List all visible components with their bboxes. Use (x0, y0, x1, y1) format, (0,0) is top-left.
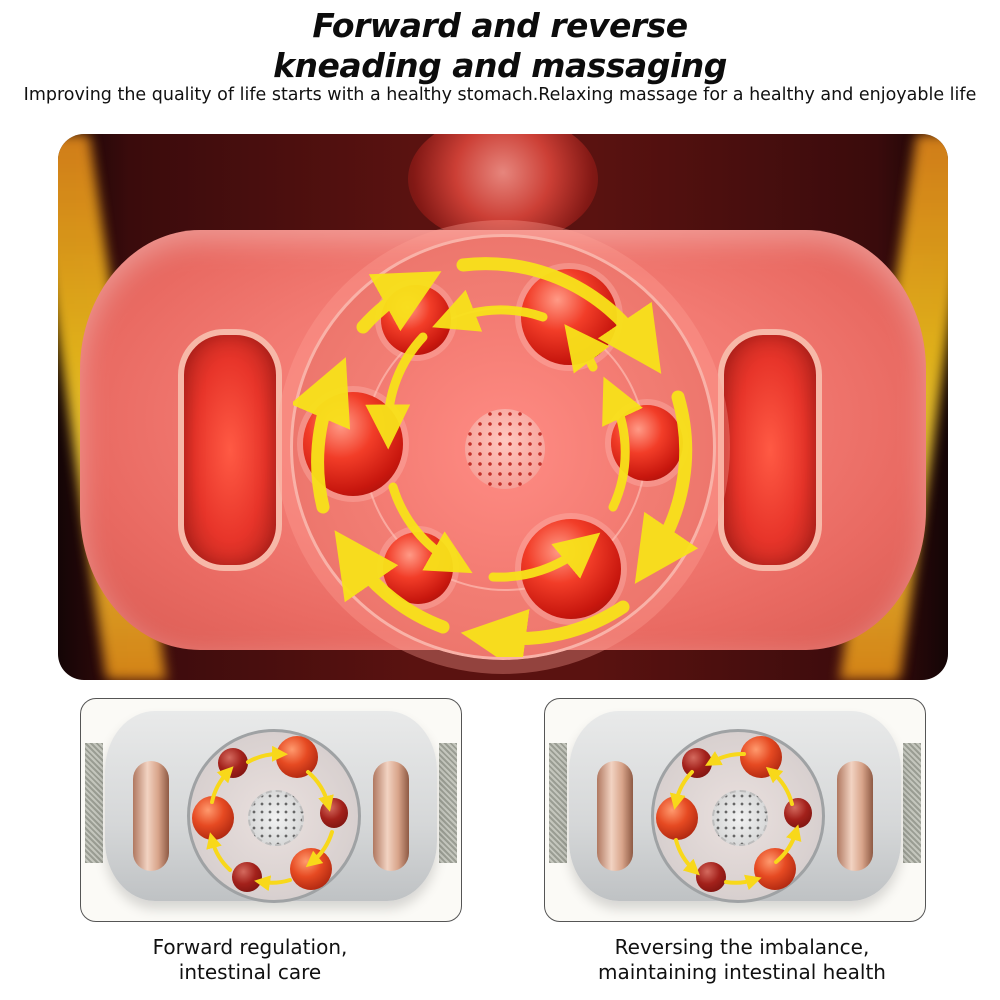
strap-left (549, 743, 567, 863)
speaker-grille-icon (465, 409, 545, 489)
strap-right (439, 743, 457, 863)
reverse-caption: Reversing the imbalance, maintaining int… (532, 935, 952, 985)
heating-pad-right (718, 329, 822, 571)
heating-pad-left (133, 761, 169, 871)
headline: Forward and reverse kneading and massagi… (0, 6, 1000, 86)
reverse-caption-line-1: Reversing the imbalance, (614, 935, 870, 959)
clockwise-arrows-icon (206, 745, 334, 892)
hero-image (58, 134, 948, 680)
headline-line-1: Forward and reverse (312, 6, 688, 45)
strap-right (903, 743, 921, 863)
subtitle: Improving the quality of life starts wit… (23, 85, 977, 105)
massage-ball (784, 798, 812, 828)
heating-pad-left (178, 329, 282, 571)
massage-disc (290, 234, 716, 660)
forward-caption: Forward regulation, intestinal care (40, 935, 460, 985)
massager-device (105, 711, 437, 903)
heating-pad-right (373, 761, 409, 871)
massage-disc (187, 729, 361, 903)
rotation-arrows-icon (293, 257, 699, 657)
reverse-caption-line-2: maintaining intestinal health (598, 960, 886, 984)
strap-left (85, 743, 103, 863)
forward-panel (80, 698, 462, 922)
speaker-grille-icon (248, 790, 304, 846)
reverse-panel (544, 698, 926, 922)
massage-disc (651, 729, 825, 903)
massage-ball (696, 862, 726, 892)
speaker-grille-icon (712, 790, 768, 846)
heating-pad-left (597, 761, 633, 871)
massager-device (569, 711, 901, 903)
headline-line-2: kneading and massaging (273, 46, 727, 85)
stomach-illustration (408, 134, 598, 244)
forward-caption-line-1: Forward regulation, (152, 935, 348, 959)
counterclockwise-arrows-icon (669, 751, 802, 891)
forward-caption-line-2: intestinal care (178, 960, 322, 984)
heating-pad-right (837, 761, 873, 871)
